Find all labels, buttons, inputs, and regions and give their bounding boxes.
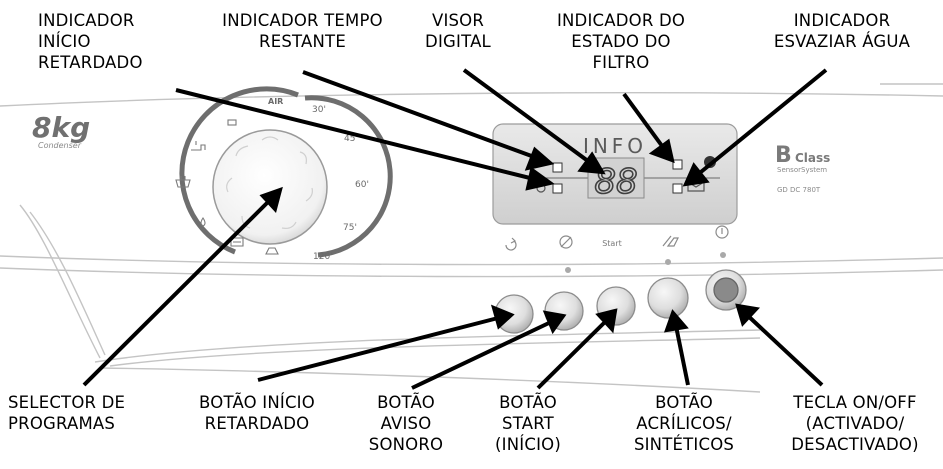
indicator-empty-water xyxy=(672,183,683,194)
capacity-text: 8kg xyxy=(32,111,90,144)
program-icon-shirt xyxy=(230,237,244,247)
program-dial: AIR 30' 45' 60' 75' 120' xyxy=(175,86,393,262)
program-icon-basket xyxy=(175,176,191,188)
dial-label-120: 120' xyxy=(313,252,333,262)
start-caption: Start xyxy=(602,239,622,248)
indicator-time-remaining xyxy=(552,162,563,173)
arrow-time-remaining-indicator xyxy=(302,70,555,171)
arrow-program-selector xyxy=(82,186,283,387)
label-digital-display: VISOR DIGITAL xyxy=(425,11,491,51)
acrylic-icon xyxy=(662,235,679,247)
arrow-filter-indicator xyxy=(622,92,675,164)
push-buttons xyxy=(494,269,747,334)
arrow-empty-water-indicator xyxy=(682,68,828,187)
dial-label-75: 75' xyxy=(343,223,357,233)
indicator-delay-start xyxy=(552,183,563,194)
leader-arrows xyxy=(82,68,828,390)
on-off-button-center xyxy=(713,277,739,303)
program-icon-iron xyxy=(265,247,279,255)
model-code: GD DC 780T xyxy=(777,186,821,194)
brand-logo: B Class SensorSystem GD DC 780T xyxy=(775,143,830,194)
info-display: INFO 88 xyxy=(492,123,738,225)
brand-name: Class xyxy=(795,151,830,165)
arrow-on-off-button xyxy=(735,303,824,387)
brand-subtitle: SensorSystem xyxy=(777,166,827,174)
dial-label-30: 30' xyxy=(312,105,326,115)
arrow-delay-start-button xyxy=(257,304,515,382)
acrylic-button xyxy=(647,277,689,319)
label-buzzer-button: BOTÃO AVISO SONORO xyxy=(368,393,444,454)
label-time-remaining-indicator: INDICADOR TEMPO RESTANTE xyxy=(222,11,383,51)
arrow-delay-start-indicator xyxy=(175,88,555,191)
label-acrylic-button: BOTÃO ACRÍLICOS/ SINTÉTICOS xyxy=(633,393,735,454)
brand-initial: B xyxy=(775,143,792,168)
label-delay-start-indicator: INDICADOR INÍCIO RETARDADO xyxy=(38,11,143,72)
arrow-buzzer-button xyxy=(411,310,567,390)
indicator-filter xyxy=(672,159,683,170)
label-empty-water-indicator: INDICADOR ESVAZIAR ÁGUA xyxy=(773,11,911,51)
label-filter-status-indicator: INDICADOR DO ESTADO DO FILTRO xyxy=(556,11,686,72)
label-delay-start-button: BOTÃO INÍCIO RETARDADO xyxy=(199,393,315,433)
arrow-digital-display xyxy=(462,68,606,175)
buzzer-icon xyxy=(559,235,573,249)
program-icon-timed xyxy=(191,141,206,151)
dial-label-60: 60' xyxy=(355,180,369,190)
panel-outline xyxy=(0,83,943,393)
capacity-subtext: Condenser xyxy=(38,141,82,150)
arrow-acrylic-button xyxy=(663,309,690,386)
button-icons xyxy=(505,225,729,251)
arrow-start-button xyxy=(536,308,618,390)
label-program-selector: SELECTOR DE PROGRAMAS xyxy=(8,393,126,433)
label-on-off-key: TECLA ON/OFF (ACTIVADO/ DESACTIVADO) xyxy=(791,393,919,454)
program-icons xyxy=(175,119,279,255)
button-leds xyxy=(565,252,726,273)
delay-icon xyxy=(505,237,517,251)
dial-label-45: 45' xyxy=(344,134,358,144)
program-icon-drop xyxy=(200,217,206,227)
program-icon-cotton xyxy=(227,119,237,126)
label-start-button: BOTÃO START (INÍCIO) xyxy=(495,393,561,454)
dial-label-air: AIR xyxy=(268,97,283,106)
power-icon xyxy=(715,225,729,239)
capacity-logo: 8kg Condenser xyxy=(32,111,90,150)
